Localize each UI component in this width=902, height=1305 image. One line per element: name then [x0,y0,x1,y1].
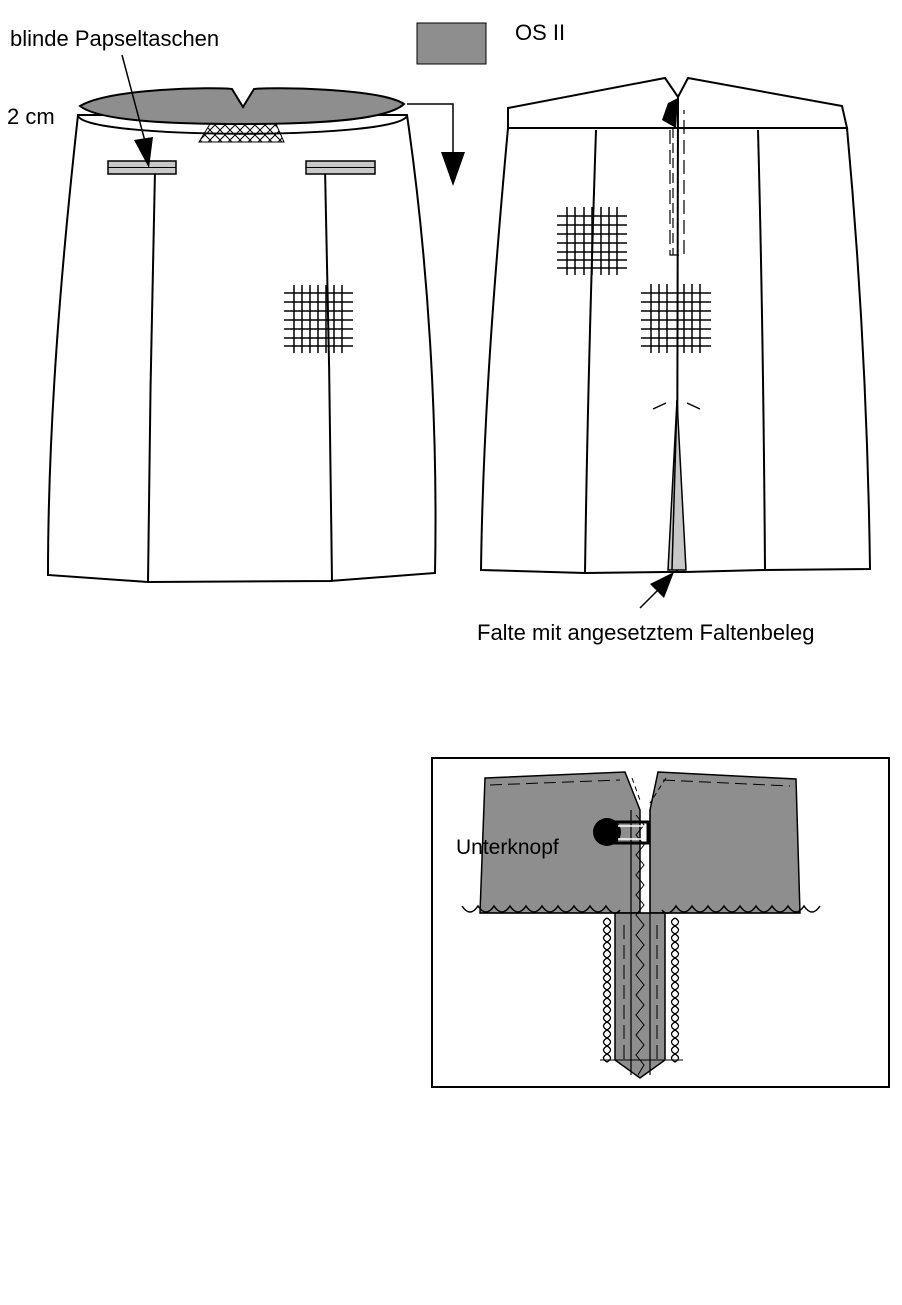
front-waistband-crosshatch [198,123,285,143]
detail-overlock-vertical-right [670,917,680,1063]
back-fabric-check-swatch-right [641,284,711,353]
waistband-fold-arrow [407,103,454,158]
back-zip-marker [662,98,678,128]
pleat-notch-right [686,402,701,410]
detail-waistband-right [649,771,801,914]
pocket-label-arrowhead [134,137,153,168]
detail-under-button [593,818,621,846]
front-panel-seam-left [147,169,156,583]
back-fabric-check-swatch-left [557,207,627,275]
pocket-label: blinde Papseltaschen [10,26,219,51]
detail-under-button-label: Unterknopf [456,836,559,859]
detail-waistband-left [479,771,641,914]
back-panel-seam-right [757,129,766,571]
back-panel-seam-left [584,129,597,574]
legend-os-label: OS II [515,20,565,45]
detail-overlock-horizontal [461,904,821,914]
pleat-notch-left [652,402,667,410]
back-skirt: Falte mit angesetztem Faltenbeleg [477,76,872,645]
pleat-label-leader [639,587,661,609]
detail-box: Unterknopf [431,757,890,1088]
back-zip-stitching [669,110,685,256]
pleat-label: Falte mit angesetztem Faltenbeleg [477,620,815,645]
front-panel-seam-right [324,167,333,582]
front-skirt-outline [46,114,437,584]
pocket-label-leader [121,54,147,146]
legend: OS II [416,20,565,65]
waistband-fold-arrowhead [441,152,465,186]
front-waistband-facing [78,87,406,126]
front-skirt: blinde Papseltaschen 2 cm [7,26,465,584]
detail-overlock-vertical-left [602,917,612,1063]
detail-zigzag-stitch [635,814,645,1076]
front-fabric-check-swatch [284,285,353,353]
waistband-width-label: 2 cm [7,104,55,129]
back-skirt-outline [479,127,872,575]
pleat-label-arrowhead [650,572,674,598]
legend-os-swatch [416,22,487,65]
detail-button-loop [612,820,650,845]
